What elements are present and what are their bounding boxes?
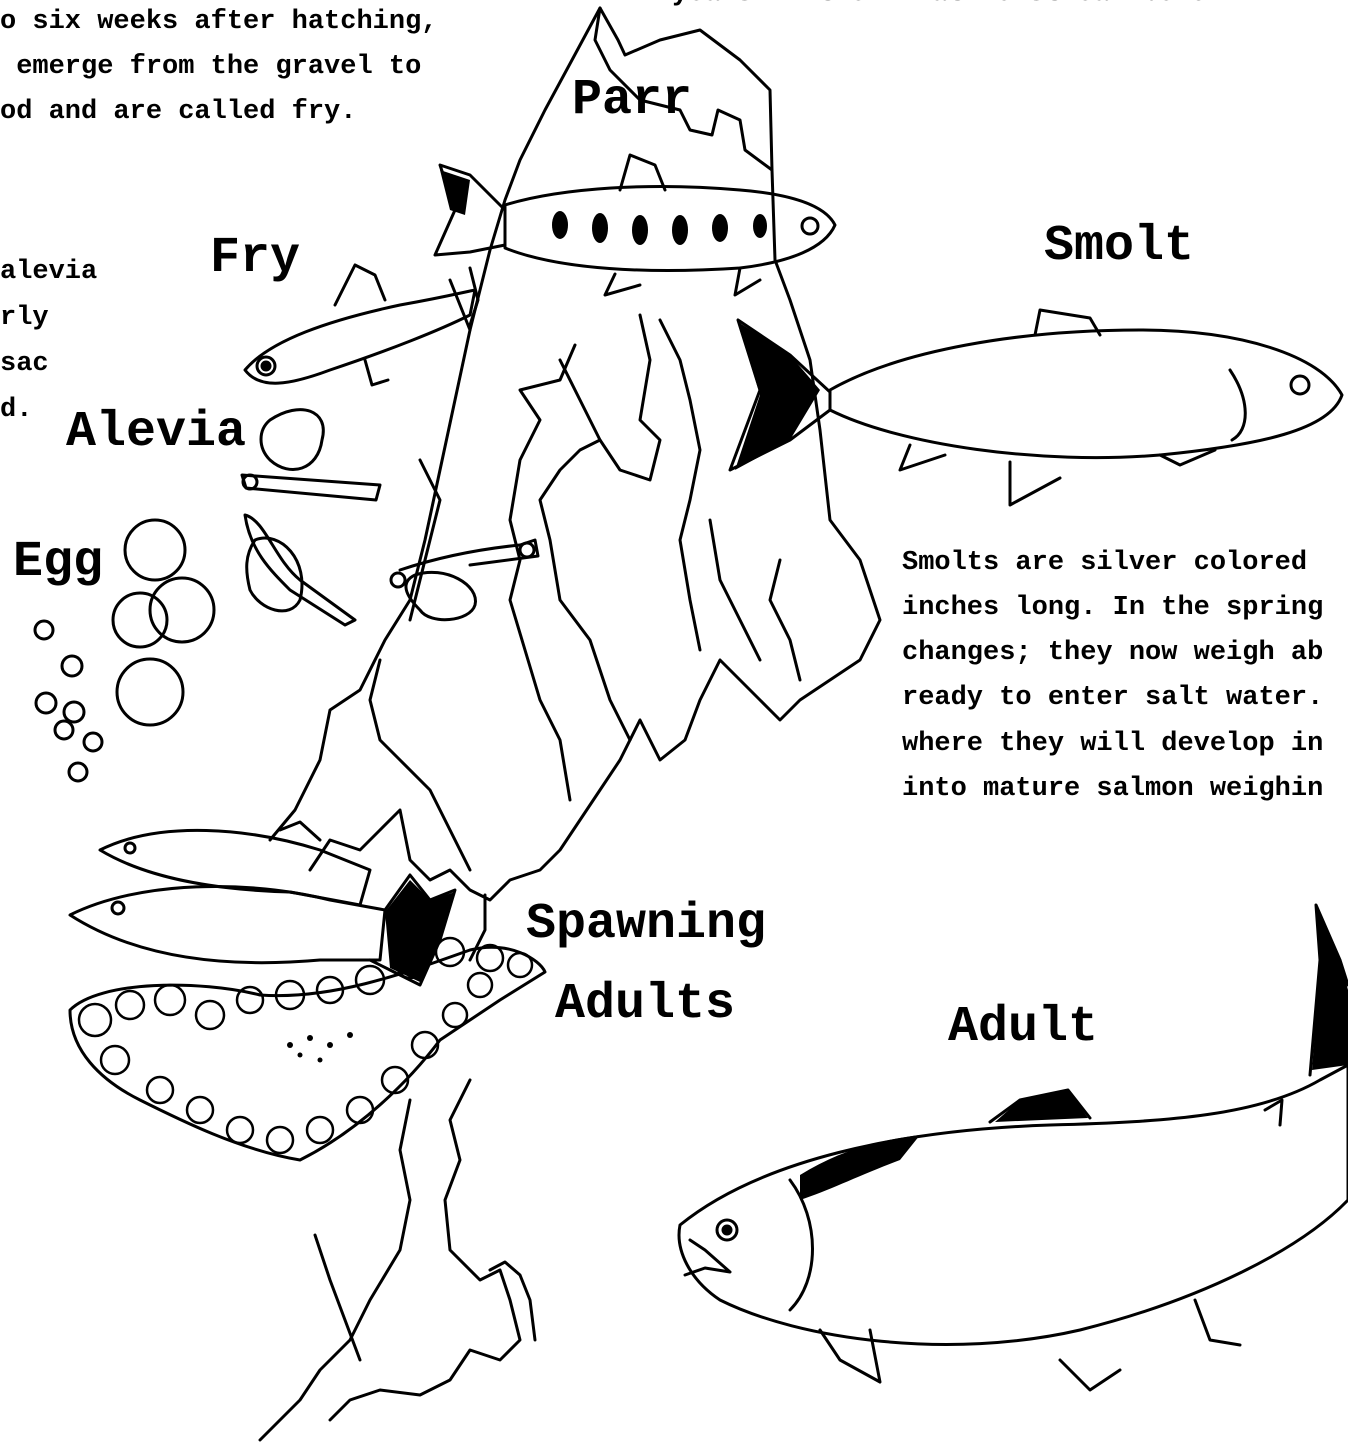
fry-description-line: od and are called fry. xyxy=(0,90,356,136)
smolt-label: Smolt xyxy=(1044,222,1194,272)
smolt-fish-illustration xyxy=(730,310,1342,505)
alevia-illustration xyxy=(242,410,538,625)
alevia-description-line: alevia xyxy=(0,250,97,296)
parr-label: Parr xyxy=(572,76,692,126)
river-outline xyxy=(260,8,880,1440)
smolt-description-line: ready to enter salt water. xyxy=(902,676,1323,722)
fry-label: Fry xyxy=(210,234,300,284)
fry-description-line: emerge from the gravel to xyxy=(0,45,421,91)
smolt-description-line: changes; they now weigh ab xyxy=(902,631,1323,677)
alevia-description-line: sac xyxy=(0,342,49,388)
smolt-description-line: where they will develop in xyxy=(902,722,1323,768)
spawning-label: Spawning xyxy=(526,900,766,950)
river-tributaries xyxy=(370,280,800,870)
top-paragraph-fragment: years in their native stream befo xyxy=(672,0,1207,18)
alevia-description-line: d. xyxy=(0,388,32,434)
adults-label: Adults xyxy=(555,980,735,1030)
smolt-description-line: Smolts are silver colored xyxy=(902,541,1307,587)
adult-salmon-illustration xyxy=(679,905,1348,1390)
smolt-description-line: into mature salmon weighin xyxy=(902,767,1323,813)
egg-label: Egg xyxy=(13,538,103,588)
adult-label: Adult xyxy=(948,1003,1098,1053)
alevia-description-line: rly xyxy=(0,296,49,342)
fry-description-line: o six weeks after hatching, xyxy=(0,0,437,46)
gravel-redd-illustration xyxy=(70,938,545,1160)
alevia-label: Alevia xyxy=(66,408,246,458)
smolt-description-line: inches long. In the spring xyxy=(902,586,1323,632)
